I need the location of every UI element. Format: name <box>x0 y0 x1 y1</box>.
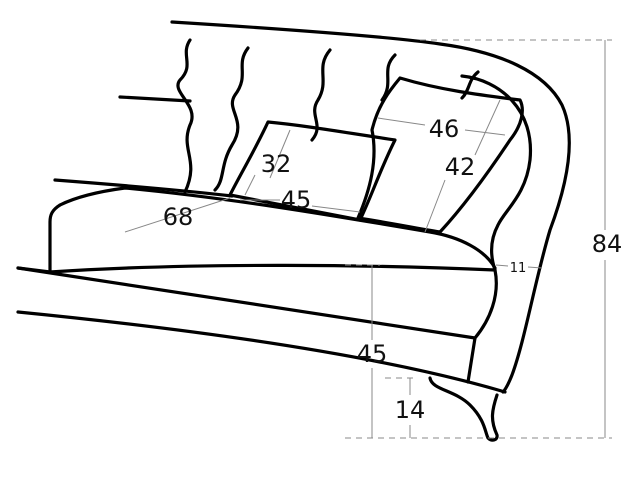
large-cushion <box>356 76 524 234</box>
small-cushion <box>228 120 397 222</box>
large-cushion-width-label: 46 <box>429 115 460 143</box>
dimension-labels: 84 45 14 11 68 45 32 46 42 <box>163 115 623 424</box>
total-height-label: 84 <box>592 230 623 258</box>
leg-height-label: 14 <box>395 396 426 424</box>
sofa-outline <box>16 20 571 442</box>
dimension-lines <box>124 39 612 439</box>
seat-height-label: 45 <box>357 340 388 368</box>
cushions <box>228 76 524 234</box>
arm-width-label: 11 <box>510 261 527 276</box>
seat-depth-label: 68 <box>163 203 194 231</box>
small-cushion-height-label: 32 <box>261 150 292 178</box>
small-cushion-width-label: 45 <box>281 186 312 214</box>
large-cushion-height-label: 42 <box>445 153 476 181</box>
